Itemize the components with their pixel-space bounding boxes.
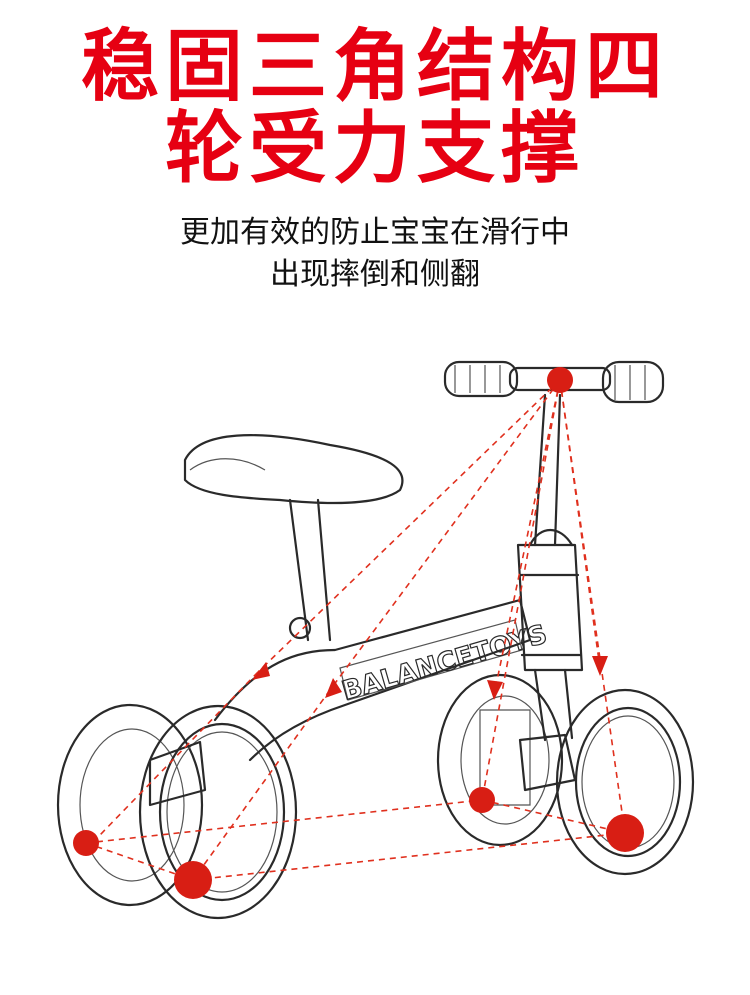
force-point-rear-far — [73, 830, 99, 856]
handlebar — [443, 360, 665, 404]
force-point-front-near — [606, 814, 644, 852]
force-arrow-icon — [487, 680, 503, 700]
bike-seat — [183, 434, 404, 642]
headline-line-2: 轮受力支撑 — [164, 104, 585, 194]
force-lines — [85, 379, 626, 881]
force-arrow-icon — [325, 678, 342, 698]
front-near-wheel — [555, 688, 695, 876]
force-arrow-icon — [252, 662, 270, 680]
headline-line-1: 稳固三角结构四 — [80, 22, 669, 112]
front-far-wheel — [436, 673, 564, 847]
bike-frame — [213, 393, 584, 762]
force-point-rear-near — [174, 861, 212, 899]
rear-far-wheel — [56, 703, 204, 907]
force-point-front-far — [469, 787, 495, 813]
frame-logo-text: BALANCETOYS — [339, 620, 551, 707]
balance-bike-illustration: BALANCETOYS — [56, 360, 695, 920]
rear-near-wheel — [138, 704, 298, 920]
subtitle-line-1: 更加有效的防止宝宝在滑行中 — [180, 215, 570, 250]
subtitle-line-2: 出现摔倒和侧翻 — [270, 257, 480, 292]
force-arrow-icon — [592, 656, 608, 676]
force-point-handlebar — [547, 367, 573, 393]
